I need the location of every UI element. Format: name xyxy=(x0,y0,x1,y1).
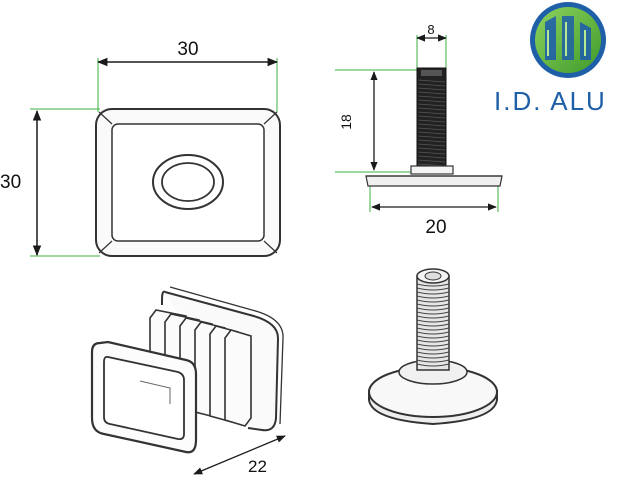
foot-isometric-view xyxy=(368,268,498,426)
iso-thread-line xyxy=(416,295,450,299)
iso-thread-lines xyxy=(416,283,450,367)
foot-side-view xyxy=(335,35,503,212)
thread-line xyxy=(417,83,446,87)
thread-line xyxy=(417,143,446,147)
cap-width-dimension: 30 xyxy=(96,39,279,67)
cap-height-label: 30 xyxy=(0,172,21,193)
iso-thread-line xyxy=(416,303,450,307)
cap-height-dimension: 30 xyxy=(0,109,42,257)
thread-width-label: 8 xyxy=(427,22,434,37)
iso-thread-line xyxy=(416,363,450,367)
iso-thread-line xyxy=(416,299,450,303)
base-diameter-label: 20 xyxy=(425,217,446,238)
thread-line xyxy=(417,131,446,135)
iso-thread-line xyxy=(416,351,450,355)
iso-thread-line xyxy=(416,359,450,363)
cap-top-view xyxy=(30,58,281,257)
iso-thread-line xyxy=(416,319,450,323)
iso-thread-line xyxy=(416,335,450,339)
iso-thread-line xyxy=(416,291,450,295)
thread-line xyxy=(417,103,446,107)
brand-logo xyxy=(530,2,606,78)
thread-length-dimension: 18 xyxy=(338,71,378,171)
thread-width-dimension: 8 xyxy=(416,22,447,42)
iso-thread-line xyxy=(416,283,450,287)
iso-thread-line xyxy=(416,331,450,335)
iso-thread-line xyxy=(416,315,450,319)
cap-isometric-view xyxy=(90,286,284,454)
iso-thread-line xyxy=(416,307,450,311)
iso-thread-line xyxy=(416,311,450,315)
insert-depth-dimension: 22 xyxy=(193,435,286,476)
iso-thread-line xyxy=(416,343,450,347)
thread-line xyxy=(417,87,446,91)
thread-line xyxy=(417,135,446,139)
iso-thread-line xyxy=(416,339,450,343)
insert-rib xyxy=(224,329,252,427)
cap-width-label: 30 xyxy=(177,39,198,60)
iso-thread-line xyxy=(416,327,450,331)
thread-line xyxy=(417,107,446,111)
thread-line xyxy=(417,155,446,159)
thread-line xyxy=(417,119,446,123)
insert-depth-label: 22 xyxy=(248,457,267,476)
thread-line xyxy=(417,159,446,163)
thread-length-label: 18 xyxy=(338,114,354,130)
thread-line xyxy=(417,79,446,83)
base-diameter-dimension: 20 xyxy=(371,203,497,238)
thread-line xyxy=(417,91,446,95)
iso-thread-line xyxy=(416,287,450,291)
thread-line xyxy=(417,123,446,127)
thread-lines xyxy=(417,79,446,167)
thread-line xyxy=(417,99,446,103)
iso-thread-line xyxy=(416,355,450,359)
thread-line xyxy=(417,115,446,119)
thread-line xyxy=(417,95,446,99)
iso-thread-line xyxy=(416,347,450,351)
brand-name: I.D. ALU xyxy=(494,86,607,116)
thread-line xyxy=(417,147,446,151)
thread-line xyxy=(417,139,446,143)
iso-thread-line xyxy=(416,323,450,327)
thread-line xyxy=(417,151,446,155)
thread-line xyxy=(417,111,446,115)
thread-line xyxy=(417,127,446,131)
